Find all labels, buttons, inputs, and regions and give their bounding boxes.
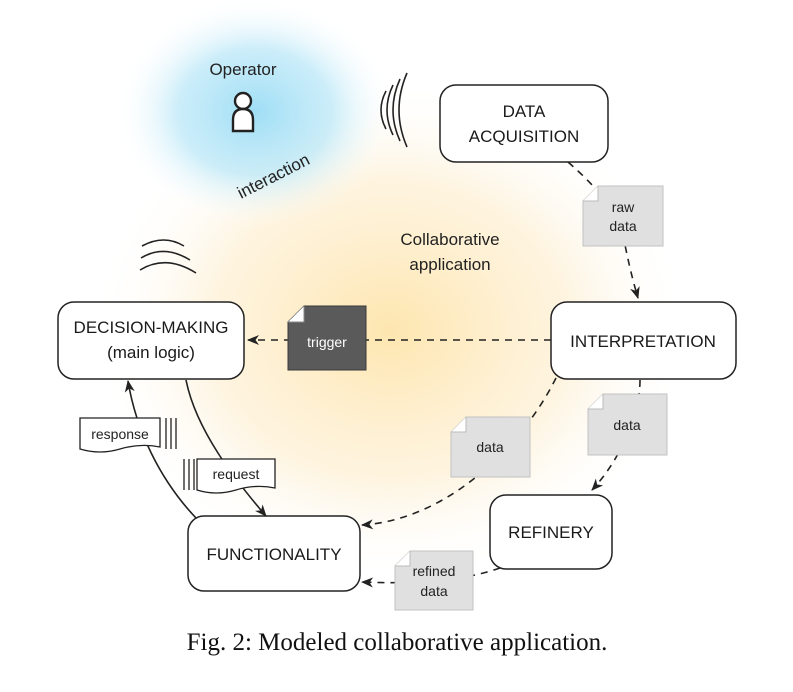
doc-data-left-label: data (476, 439, 503, 455)
node-decision-making: DECISION-MAKING (main logic) (57, 301, 245, 380)
node-functionality: FUNCTIONALITY (187, 515, 361, 592)
node-refinery-label: REFINERY (508, 523, 594, 542)
node-decision-making-line2: (main logic) (107, 343, 195, 362)
node-interpretation: INTERPRETATION (550, 301, 737, 380)
node-data-acquisition-line1: DATA (503, 102, 546, 121)
doc-trigger: trigger (287, 305, 367, 371)
figure-caption: Fig. 2: Modeled collaborative applicatio… (187, 629, 608, 656)
center-label-line2: application (409, 255, 490, 274)
arrow-functionality-to-decision-response (124, 380, 197, 519)
node-functionality-label: FUNCTIONALITY (206, 545, 341, 564)
doc-refined-data: refined data (394, 550, 474, 611)
operator-person-icon (231, 91, 255, 133)
doc-refined-data-line2: data (420, 583, 447, 599)
operator-label: Operator (209, 60, 276, 79)
doc-raw-data: raw data (582, 185, 664, 247)
signal-waves-icon-top (380, 72, 408, 148)
node-refinery: REFINERY (489, 494, 613, 570)
doc-raw-data-line2: data (609, 218, 636, 234)
doc-data-right-label: data (613, 417, 640, 433)
message-response-label: response (91, 426, 149, 442)
node-decision-making-line1: DECISION-MAKING (74, 318, 229, 337)
operator-glow (115, 0, 395, 227)
doc-raw-data-line1: raw (612, 199, 635, 215)
message-response: response (79, 417, 177, 453)
doc-data-right: data (587, 393, 668, 456)
message-request: request (183, 458, 276, 494)
doc-data-left: data (450, 416, 531, 478)
center-label-line1: Collaborative (400, 230, 499, 249)
message-request-label: request (213, 466, 260, 482)
arrow-interpretation-to-functionality (361, 377, 557, 530)
signal-waves-icon-left (139, 239, 197, 274)
arrow-decision-to-functionality-request (185, 379, 267, 517)
node-data-acquisition-line2: ACQUISITION (469, 127, 580, 146)
doc-refined-data-line1: refined (413, 563, 456, 579)
node-interpretation-label: INTERPRETATION (570, 332, 716, 351)
node-data-acquisition: DATA ACQUISITION (439, 84, 609, 163)
doc-trigger-label: trigger (307, 334, 347, 350)
